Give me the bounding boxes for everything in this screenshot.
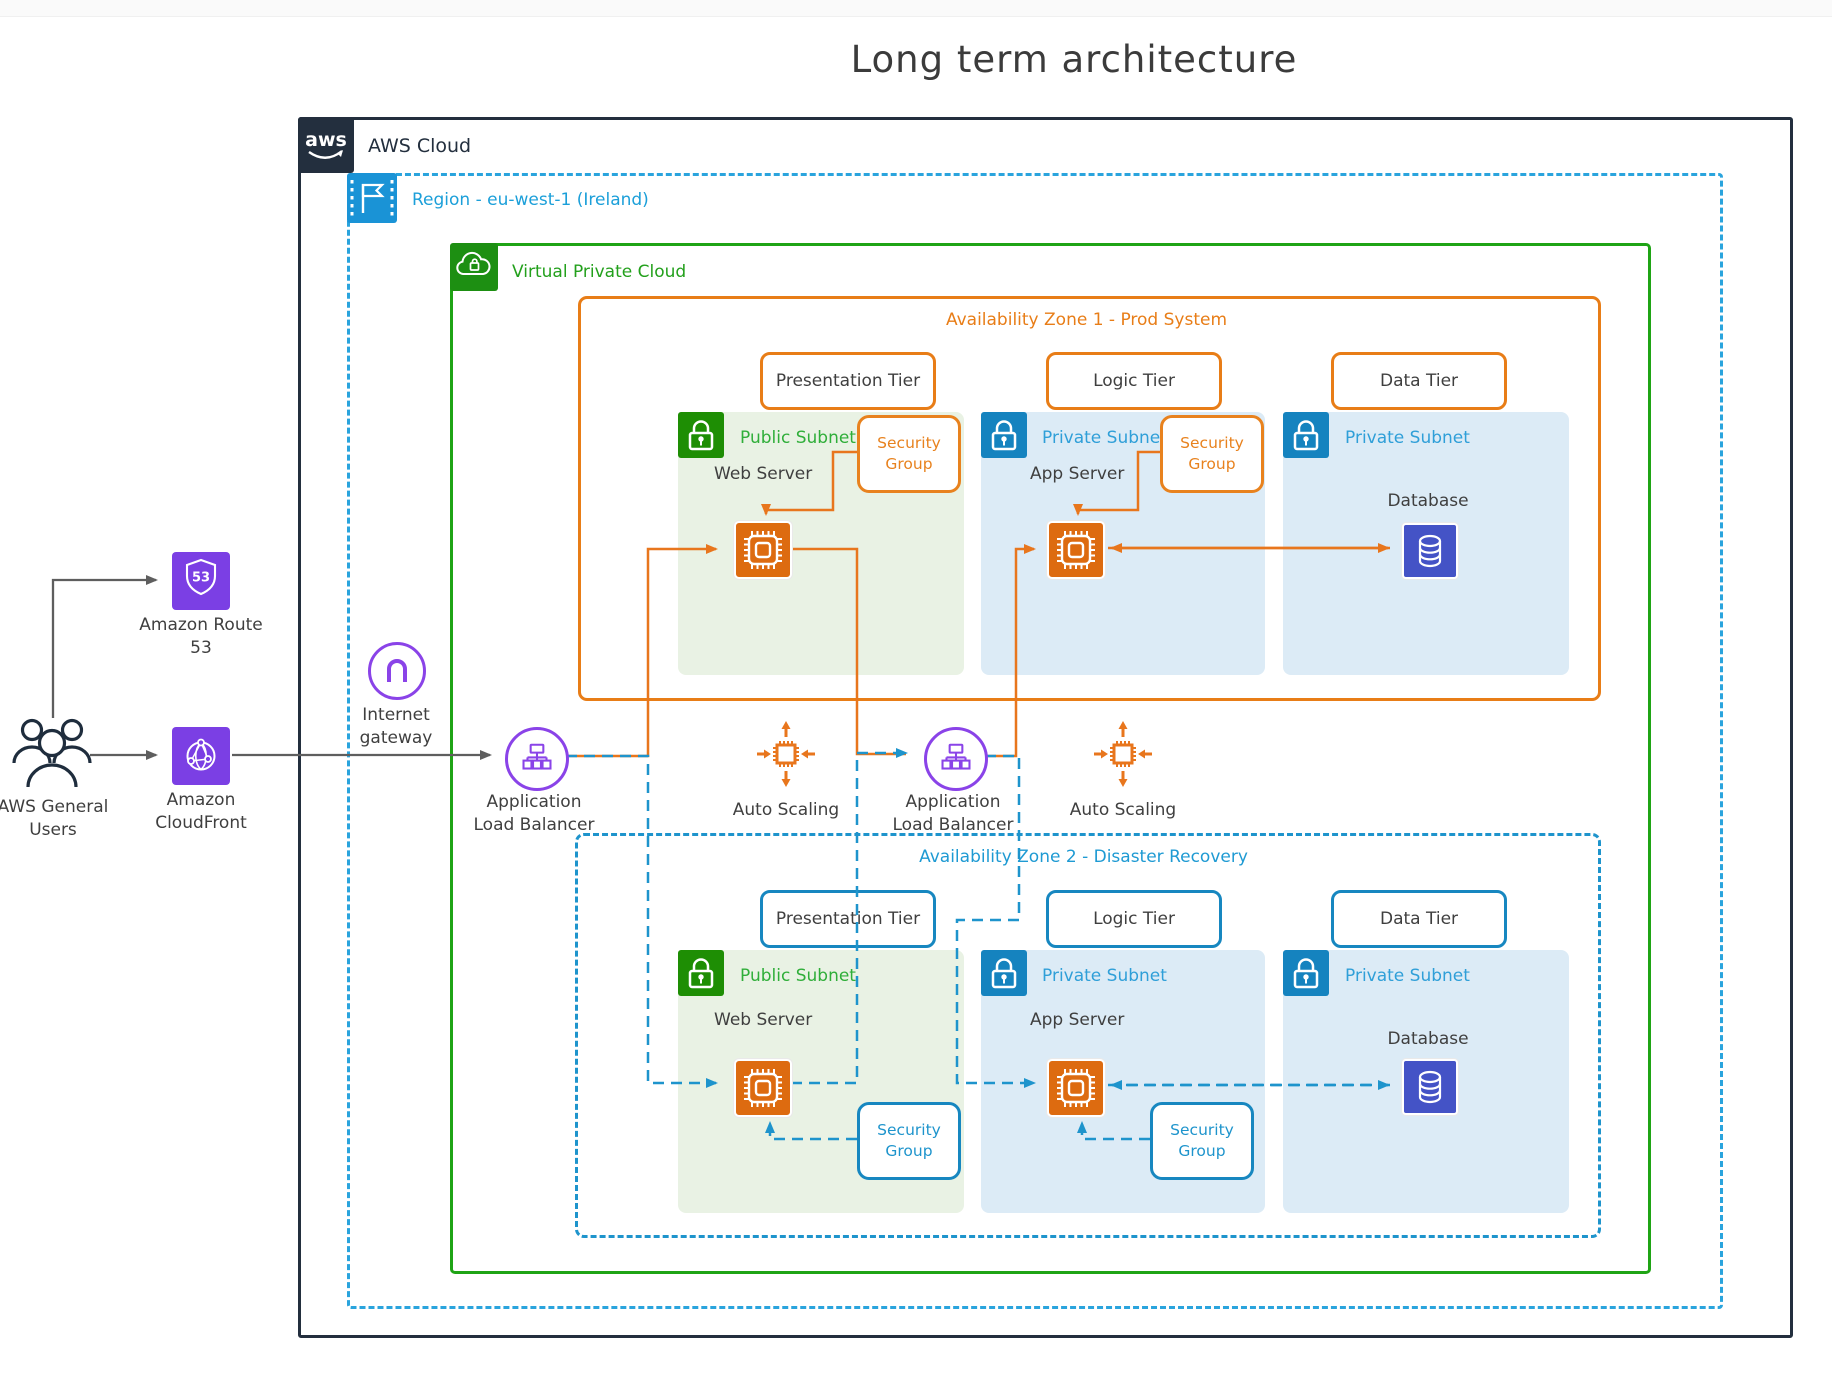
az1-app-server-label: App Server [1030,464,1125,484]
az1-logic-tier: Logic Tier [1046,352,1222,410]
private-subnet-lock-icon [1283,950,1329,996]
az1-group [578,296,1601,701]
route53-icon: 53 [172,552,230,610]
az2-app-server-icon [1047,1059,1105,1117]
internet-gateway-label: Internet gateway [359,705,433,748]
aws-general-users-icon [6,710,98,796]
auto-scaling-label-2: Auto Scaling [1069,800,1177,820]
alb1-label: Application Load Balancer [473,792,595,835]
region-icon [347,173,397,223]
az2-security-group-web: Security Group [857,1102,961,1180]
private-subnet-lock-icon [981,412,1027,458]
az2-web-server-label: Web Server [714,1010,813,1030]
az1-web-server-icon [734,521,792,579]
auto-scaling-label-1: Auto Scaling [732,800,840,820]
aws-general-users-label: AWS General Users [0,797,109,840]
aws-cloud-label: AWS Cloud [368,135,472,157]
region-group [347,173,1723,1309]
cloudfront-icon [172,727,230,785]
svg-text:53: 53 [192,571,210,586]
az1-data-tier: Data Tier [1331,352,1507,410]
az2-data-tier: Data Tier [1331,890,1507,948]
az2-db-subnet-label: Private Subnet [1345,966,1470,986]
az2-web-server-icon [734,1059,792,1117]
auto-scaling-icon-2 [1088,719,1158,793]
public-subnet-lock-icon [678,950,724,996]
az1-app-server-icon [1047,521,1105,579]
az1-security-group-web: Security Group [857,415,961,493]
az2-label: Availability Zone 2 - Disaster Recovery [919,847,1248,867]
az2-database-icon [1402,1059,1458,1115]
private-subnet-lock-icon [1283,412,1329,458]
az2-security-group-app: Security Group [1150,1102,1254,1180]
az1-security-group-app: Security Group [1160,415,1264,493]
aws-cloud-icon: aws [298,117,354,173]
auto-scaling-icon-1 [751,719,821,793]
vpc-group [450,243,1651,1274]
internet-gateway-icon [368,642,426,700]
alb2-icon [924,727,988,791]
az2-logic-tier: Logic Tier [1046,890,1222,948]
az2-presentation-tier: Presentation Tier [760,890,936,948]
route53-label: Amazon Route 53 [139,615,263,658]
az1-database-icon [1402,523,1458,579]
az1-app-subnet-label: Private Subnet [1042,428,1167,448]
vpc-label: Virtual Private Cloud [512,262,687,282]
az1-db-subnet-label: Private Subnet [1345,428,1470,448]
az1-database-label: Database [1387,491,1469,511]
az2-app-subnet-label: Private Subnet [1042,966,1167,986]
az2-app-server-label: App Server [1030,1010,1125,1030]
az1-web-server-label: Web Server [714,464,813,484]
aws-cloud-group [298,117,1793,1338]
public-subnet-lock-icon [678,412,724,458]
az1-label: Availability Zone 1 - Prod System [945,310,1228,330]
alb1-icon [505,727,569,791]
alb2-label: Application Load Balancer [892,792,1014,835]
private-subnet-lock-icon [981,950,1027,996]
vpc-icon [450,243,498,291]
az1-public-subnet-label: Public Subnet [740,428,856,448]
aws-logo-text: aws [305,129,347,151]
diagram-title: Long term architecture [850,38,1298,81]
az2-database-label: Database [1387,1029,1469,1049]
az2-public-subnet-label: Public Subnet [740,966,856,986]
cloudfront-label: Amazon CloudFront [155,790,247,833]
top-strip [0,0,1832,17]
region-label: Region - eu-west-1 (Ireland) [412,190,649,210]
az1-presentation-tier: Presentation Tier [760,352,936,410]
